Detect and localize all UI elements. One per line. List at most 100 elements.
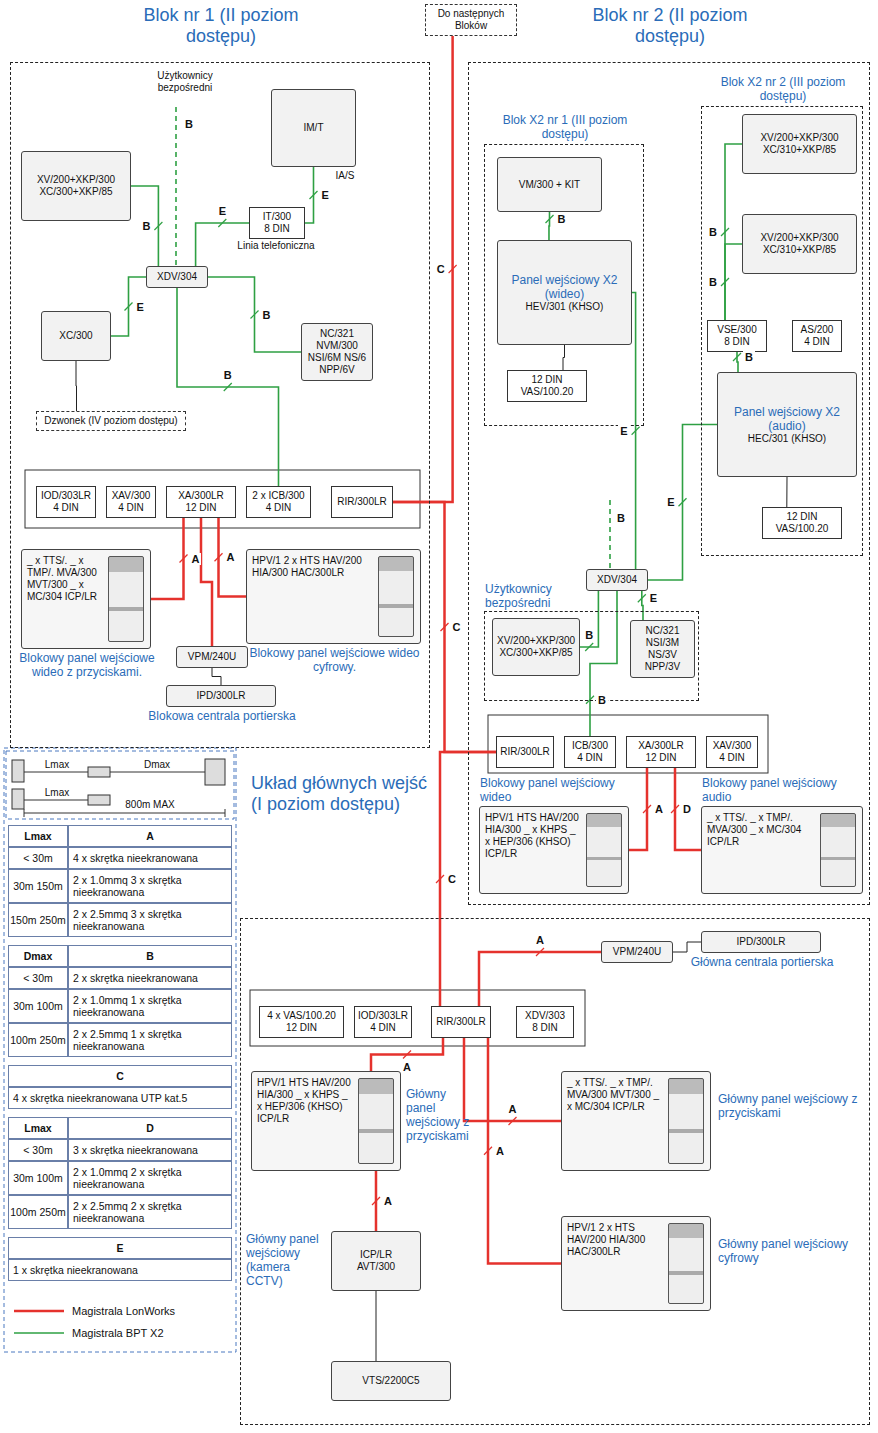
din-module: XDV/3038 DIN xyxy=(516,1006,574,1038)
device-box: ICP/LRAVT/300Główny panel wejściowy (kam… xyxy=(331,1231,421,1291)
node-text: Główny panel wejściowy z przyciskami xyxy=(718,1092,868,1120)
part-label: Dmax xyxy=(135,759,179,771)
bpt-bus xyxy=(725,244,742,320)
node-text: IPD/300LR xyxy=(171,690,271,702)
table-cell: A xyxy=(68,825,232,847)
node-text: Do następnych Bloków xyxy=(429,8,513,32)
node-text: NC/321 NVM/300 NSI/6M NS/6 NPP/6V xyxy=(306,328,368,376)
node-text: XDV/304 xyxy=(591,574,643,586)
lonworks-bus xyxy=(151,518,184,599)
cable-type-label: B xyxy=(583,629,595,641)
node-text: HPV/1 2 x HTS HAV/200 HIA/300 HAC/300LR xyxy=(252,555,372,579)
wire-tick xyxy=(224,383,232,391)
wire-tick xyxy=(536,948,544,956)
entry-panel: HPV/1 2 x HTS HAV/200 HIA/300 HAC/300LRB… xyxy=(246,549,421,644)
cable-type-label: B xyxy=(596,694,608,706)
lonworks-bus xyxy=(675,768,701,850)
din-module: ICB/3004 DIN xyxy=(564,736,616,768)
node-text: Układ głównych wejść (I poziom dostępu) xyxy=(251,773,436,815)
cable xyxy=(563,345,565,370)
node-text: HEV/301 (KHSO) xyxy=(502,301,627,313)
wire-tick xyxy=(509,1117,517,1125)
bpt-bus xyxy=(580,591,598,647)
cable-type-label: C xyxy=(451,621,463,633)
wire-tick xyxy=(546,215,554,223)
table-cell: 2 x 2.5mmq 3 x skrętka nieekranowana xyxy=(68,903,232,937)
device-box: VM/300 + KIT xyxy=(497,157,602,212)
node-text: 4 DIN xyxy=(249,502,308,514)
dashed-region: Blok nr 2 (II poziom dostępu)Blok X2 nr … xyxy=(468,62,870,905)
node-text: 4 DIN xyxy=(567,752,613,764)
bpt-bus xyxy=(590,591,617,736)
table-cell: 2 x 2.5mmq 1 x skrętka nieekranowana xyxy=(68,1023,232,1057)
device-box: XDV/304 xyxy=(146,266,208,288)
node-text: VAS/100.20 xyxy=(510,386,584,398)
dashed-region: Blok X2 nr 1 (III poziom dostępu)VM/300 … xyxy=(484,144,644,426)
node-text: XV/200+XKP/300 XC/300+XKP/85 xyxy=(497,635,575,659)
table-cell: 2 x skrętka nieekranowana xyxy=(68,967,232,989)
dimension-tick xyxy=(225,809,226,817)
wire-tick xyxy=(310,191,318,199)
node-text: RIR/300LR xyxy=(499,746,551,758)
node-text: 12 DIN xyxy=(629,752,693,764)
node-text: Blokowa centrala portierska xyxy=(137,709,307,723)
device-box: IM/T xyxy=(271,89,356,167)
part-label: 800m MAX xyxy=(100,799,200,811)
part-label: B xyxy=(614,512,628,524)
node-text: Panel wejściowy X2 (wideo) xyxy=(502,273,627,301)
wire-tick xyxy=(586,696,594,704)
node-text: Blok nr 2 (II poziom dostępu) xyxy=(587,5,753,47)
node-text: HPV/1 HTS HAV/200 HIA/300 _ x KHPS _ x H… xyxy=(257,1077,352,1125)
wire-tick xyxy=(679,498,687,506)
device-box: Panel wejściowy X2 (audio)HEC/301 (KHSO) xyxy=(717,372,857,477)
node-text: ICB/300 xyxy=(567,740,613,752)
node-text: HPV/1 HTS HAV/200 HIA/300 _ x KHPS _ x H… xyxy=(485,812,580,860)
panel-icon xyxy=(12,789,24,809)
bpt-bus xyxy=(737,352,738,372)
node-text: VSE/300 xyxy=(710,324,764,336)
node-text: IOD/303LR xyxy=(357,1010,409,1022)
cable-type-label: E xyxy=(618,425,629,437)
node-text: Blokowy panel wejściowy wideo xyxy=(480,776,640,804)
table-cell: 150m 250m xyxy=(8,903,68,937)
device-box: VPM/240U xyxy=(601,941,673,963)
dashed-region: Użytkownicy bezpośredniXV/200+XKP/300 XC… xyxy=(484,611,699,701)
legend-text: Magistrala LonWorks xyxy=(72,1304,175,1318)
wire-tick xyxy=(671,805,679,813)
entry-panel: _ x TTS/. _ x TMP/. MVA/300 MVT/300 _ x … xyxy=(21,549,151,649)
node-text: 12 DIN xyxy=(765,511,839,523)
device-box: XV/200+XKP/300 XC/300+XKP/85 xyxy=(21,151,131,221)
device-box: IPD/300LRGłówna centrala portierska xyxy=(701,931,821,953)
bpt-bus xyxy=(208,277,301,352)
din-module: XAV/3004 DIN xyxy=(706,736,758,768)
cable-type-label: C xyxy=(435,263,447,275)
node-text: 2 x ICB/300 xyxy=(249,490,308,502)
legend-frame xyxy=(4,748,236,1352)
node-text: IM/T xyxy=(276,122,351,134)
cable-type-label: B xyxy=(222,369,234,381)
node-text: Blokowy panel wejściowy audio xyxy=(702,776,864,804)
wire-tick xyxy=(721,228,729,236)
lonworks-bus xyxy=(629,768,647,850)
cable-type-label: B xyxy=(707,276,719,288)
device-box: Panel wejściowy X2 (wideo)HEV/301 (KHSO) xyxy=(497,240,632,345)
cable xyxy=(673,942,701,952)
legend-line xyxy=(14,1332,64,1334)
legend-figure-frame xyxy=(6,751,234,819)
node-text: AS/200 xyxy=(795,324,839,336)
cable-type-label: E xyxy=(135,301,146,313)
dimension-line xyxy=(24,813,225,814)
node-text: XAV/300 xyxy=(109,490,153,502)
cable-type-label: E xyxy=(648,592,659,604)
legend-line xyxy=(14,1310,64,1313)
lonworks-bus xyxy=(479,952,601,1006)
node-text: RIR/300LR xyxy=(334,496,390,508)
cable-type-label: B xyxy=(743,351,755,363)
node-text: XA/300LR xyxy=(629,740,693,752)
node-text: Główna centrala portierska xyxy=(682,955,842,969)
din-module: AS/2004 DIN xyxy=(792,320,842,352)
device-box: XV/200+XKP/300 XC/310+XKP/85 xyxy=(742,214,857,274)
cable-type-label: E xyxy=(665,496,676,508)
din-module: IOD/303LR4 DIN xyxy=(36,486,96,518)
entry-panel: Blokowy panel wejściowy wideoHPV/1 HTS H… xyxy=(479,806,629,894)
